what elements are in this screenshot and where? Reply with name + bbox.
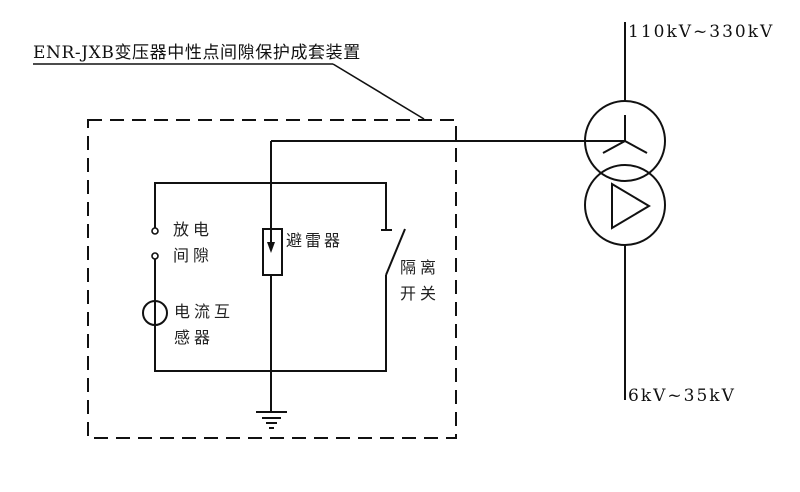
secondary-winding-circle (584, 164, 666, 246)
gap-terminal-lower (151, 252, 159, 260)
primary-winding-circle (584, 100, 666, 182)
neutral-line (270, 140, 625, 411)
title-leader-line (33, 63, 425, 120)
isolation-switch-icon (381, 228, 406, 276)
wye-icon (602, 115, 648, 154)
delta-icon (611, 182, 651, 230)
ground-icon (256, 411, 287, 429)
device-title: ENR-JXB变压器中性点间隙保护成套装置 (33, 43, 361, 63)
high-voltage-label: 110kV~330kV (628, 22, 774, 42)
isolation-switch-label-line1: 隔离 (400, 258, 440, 277)
gap-terminal-upper (151, 227, 159, 235)
lightning-arrester-icon (262, 228, 283, 276)
current-transformer-label-line1: 电流互 (174, 302, 234, 321)
discharge-gap-label-line2: 间隙 (173, 246, 213, 265)
device-enclosure (87, 119, 457, 439)
low-voltage-label: 6kV~35kV (628, 386, 736, 406)
discharge-gap-label-line1: 放电 (173, 220, 213, 239)
inner-circuit (154, 182, 387, 372)
lightning-arrester-label: 避雷器 (286, 231, 343, 250)
isolation-switch-label-line2: 开关 (400, 284, 440, 303)
power-transformer (584, 22, 666, 400)
discharge-gap (151, 227, 159, 260)
current-transformer-label-line2: 感器 (174, 328, 214, 347)
